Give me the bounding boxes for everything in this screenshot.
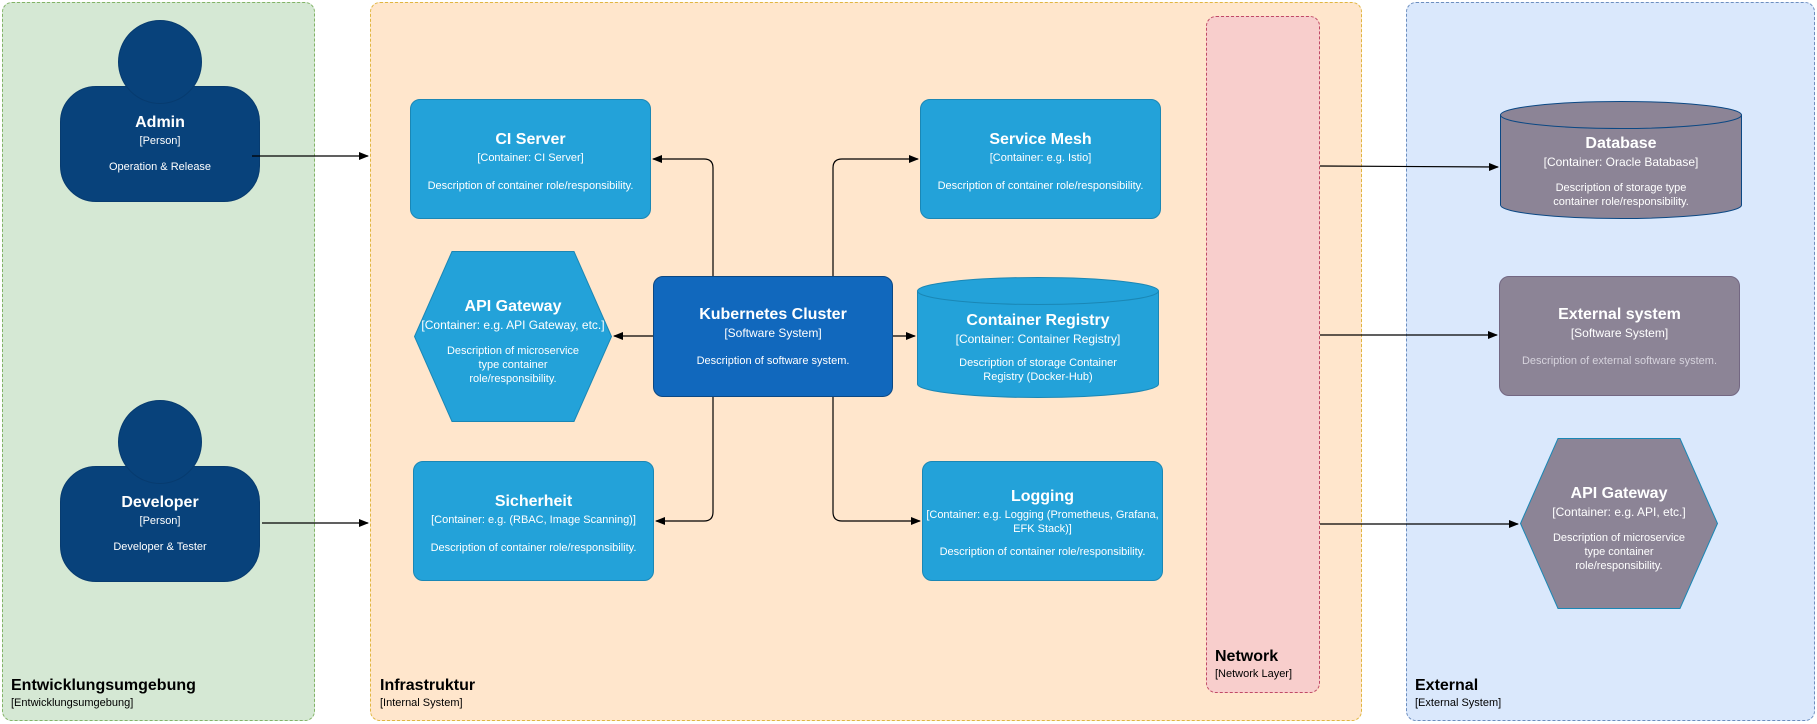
- container-api-gateway-internal[interactable]: API Gateway [Container: e.g. API Gateway…: [413, 251, 613, 422]
- api-gateway-internal-hexagon: [413, 251, 613, 422]
- boundary-title-network: Network: [1215, 648, 1279, 665]
- database-desc: Description of storage type container ro…: [1553, 182, 1689, 208]
- edge-kubernetes-to-ci-server: [652, 155, 714, 276]
- external-api-gateway-hexagon: [1519, 438, 1719, 609]
- ci-server-desc: Description of container role/responsibi…: [427, 180, 634, 192]
- api-gateway-internal-desc: Description of microservice type contain…: [446, 345, 580, 385]
- service-mesh-title: Service Mesh: [989, 131, 1092, 148]
- system-kubernetes-cluster[interactable]: Kubernetes Cluster [Software System] Des…: [653, 276, 893, 397]
- boundary-title-dev: Entwicklungsumgebung: [11, 677, 196, 694]
- kubernetes-title: Kubernetes Cluster: [699, 306, 847, 323]
- edge-kubernetes-to-logging: [832, 397, 921, 525]
- kubernetes-type: [Software System]: [724, 326, 822, 340]
- container-registry-title: Container Registry: [966, 312, 1110, 329]
- person-admin-type: [Person]: [139, 135, 181, 147]
- sicherheit-desc: Description of container role/responsibi…: [430, 542, 637, 554]
- person-admin-body: Admin [Person] Operation & Release: [60, 86, 260, 202]
- database-title: Database: [1585, 135, 1657, 152]
- external-api-gateway[interactable]: API Gateway [Container: e.g. API, etc.] …: [1519, 438, 1719, 609]
- person-admin-desc: Operation & Release: [108, 161, 212, 173]
- database-cylinder: [1500, 101, 1742, 219]
- logging-desc: Description of container role/responsibi…: [939, 546, 1146, 558]
- external-api-gateway-desc: Description of microservice type contain…: [1552, 532, 1686, 572]
- person-developer-type: [Person]: [139, 515, 181, 527]
- service-mesh-type: [Container: e.g. Istio]: [989, 152, 1092, 164]
- container-logging[interactable]: Logging [Container: e.g. Logging (Promet…: [922, 461, 1163, 581]
- container-registry[interactable]: Container Registry [Container: Container…: [917, 277, 1159, 398]
- container-ci-server[interactable]: CI Server [Container: CI Server] Descrip…: [410, 99, 651, 219]
- boundary-subtitle-network: [Network Layer]: [1215, 668, 1293, 680]
- person-developer-head-icon: [118, 400, 202, 484]
- external-api-gateway-title: API Gateway: [1570, 485, 1668, 502]
- ci-server-type: [Container: CI Server]: [477, 152, 584, 164]
- boundary-title-external: External: [1415, 677, 1479, 694]
- sicherheit-title: Sicherheit: [494, 493, 573, 510]
- ci-server-title: CI Server: [495, 131, 566, 148]
- person-admin-title: Admin: [135, 114, 185, 131]
- person-admin-head-icon: [118, 20, 202, 104]
- edge-kubernetes-to-sicherheit: [655, 397, 714, 525]
- container-registry-desc: Description of storage Container Registr…: [959, 357, 1117, 383]
- person-developer-desc: Developer & Tester: [113, 541, 207, 553]
- external-api-gateway-type: [Container: e.g. API, etc.]: [1552, 505, 1686, 519]
- boundary-subtitle-dev: [Entwicklungsumgebung]: [11, 697, 134, 709]
- boundary-subtitle-external: [External System]: [1415, 697, 1502, 709]
- kubernetes-desc: Description of software system.: [696, 355, 850, 367]
- edge-kubernetes-to-service-mesh: [832, 155, 919, 276]
- database-type: [Container: Oracle Batabase]: [1543, 155, 1699, 169]
- sicherheit-type: [Container: e.g. (RBAC, Image Scanning)]: [431, 514, 636, 526]
- api-gateway-internal-type: [Container: e.g. API Gateway, etc.]: [421, 318, 605, 332]
- boundary-network: [1206, 16, 1320, 693]
- person-developer-title: Developer: [121, 494, 199, 511]
- api-gateway-internal-title: API Gateway: [464, 298, 562, 315]
- container-service-mesh[interactable]: Service Mesh [Container: e.g. Istio] Des…: [920, 99, 1161, 219]
- external-system-type: [Software System]: [1570, 326, 1669, 340]
- edge-network-to-database: [1319, 162, 1499, 171]
- service-mesh-desc: Description of container role/responsibi…: [937, 180, 1144, 192]
- logging-type: [Container: e.g. Logging (Prometheus, Gr…: [926, 509, 1159, 535]
- external-system[interactable]: External system [Software System] Descri…: [1499, 276, 1740, 396]
- external-system-desc: Description of external software system.: [1521, 355, 1718, 367]
- external-database[interactable]: Database [Container: Oracle Batabase] De…: [1500, 101, 1742, 219]
- container-sicherheit[interactable]: Sicherheit [Container: e.g. (RBAC, Image…: [413, 461, 654, 581]
- external-system-title: External system: [1558, 306, 1681, 323]
- logging-title: Logging: [1010, 488, 1075, 505]
- boundary-subtitle-infra: [Internal System]: [380, 697, 463, 709]
- boundary-title-infra: Infrastruktur: [380, 677, 476, 694]
- container-registry-type: [Container: Container Registry]: [955, 332, 1121, 346]
- person-developer-body: Developer [Person] Developer & Tester: [60, 466, 260, 582]
- container-registry-cylinder: [917, 277, 1159, 398]
